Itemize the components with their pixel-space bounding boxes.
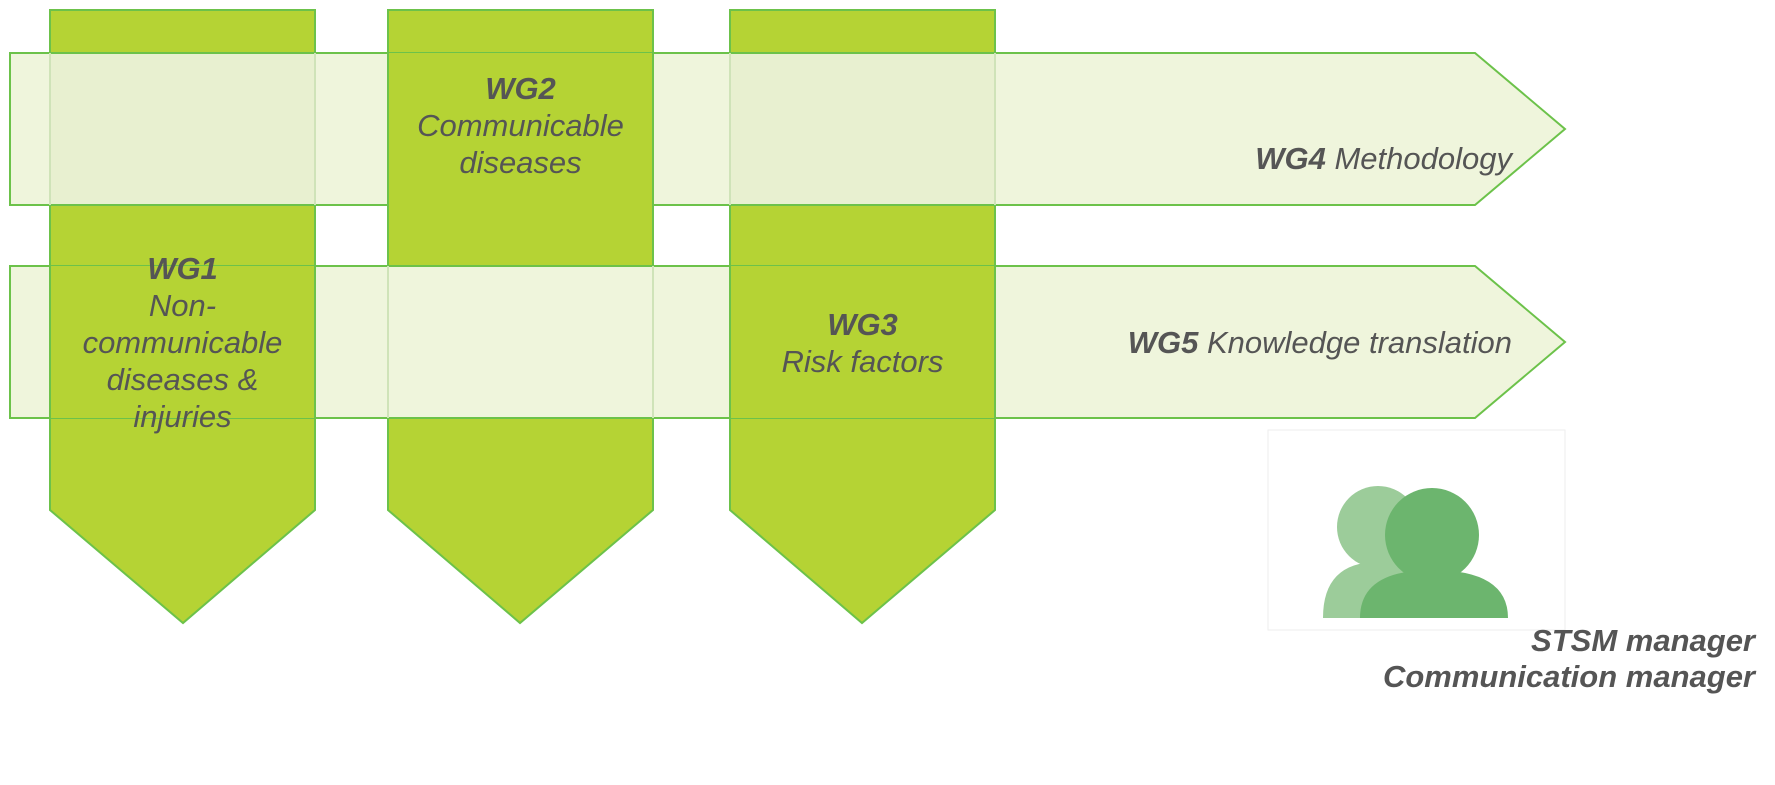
wg2-wg5-overlap	[389, 267, 652, 417]
role-stsm-manager: STSM manager	[1531, 623, 1755, 658]
wg3-label: WG3 Risk factors	[730, 306, 995, 380]
wg5-title: Knowledge translation	[1206, 325, 1512, 360]
roles-list: STSM manager Communication manager	[1383, 623, 1755, 695]
wg1-wg4-overlap	[50, 54, 315, 204]
wg4-title: Methodology	[1334, 141, 1512, 176]
wg3-code: WG3	[827, 307, 898, 342]
wg5-label: WG5 Knowledge translation	[1128, 324, 1512, 361]
wg1-column-overlap	[50, 266, 315, 418]
wg2-column-overlap	[388, 53, 653, 266]
wg1-title-line-1: Non-	[148, 288, 217, 323]
wg1-label: WG1 Non- communicable diseases & injurie…	[50, 250, 315, 435]
wg3-title-line-1: Risk factors	[781, 344, 944, 379]
wg5-code: WG5	[1127, 325, 1207, 360]
wg1-code: WG1	[147, 251, 218, 286]
users-icon	[1323, 486, 1508, 618]
wg4-code: WG4	[1255, 141, 1335, 176]
wg2-title-line-1: Communicable	[417, 108, 624, 143]
wg1-title-line-3: diseases &	[106, 362, 259, 397]
wg2-title-line-2: diseases	[459, 145, 582, 180]
wg3-column-overlap	[730, 266, 995, 418]
wg4-label: WG4 Methodology	[1255, 140, 1512, 177]
wg1-title-line-4: injuries	[133, 399, 232, 434]
wg2-code: WG2	[485, 71, 556, 106]
wg3-wg4-overlap	[730, 54, 995, 204]
wg2-label: WG2 Communicable diseases	[388, 70, 653, 181]
role-communication-manager: Communication manager	[1382, 659, 1755, 694]
wg1-title-line-2: communicable	[82, 325, 283, 360]
